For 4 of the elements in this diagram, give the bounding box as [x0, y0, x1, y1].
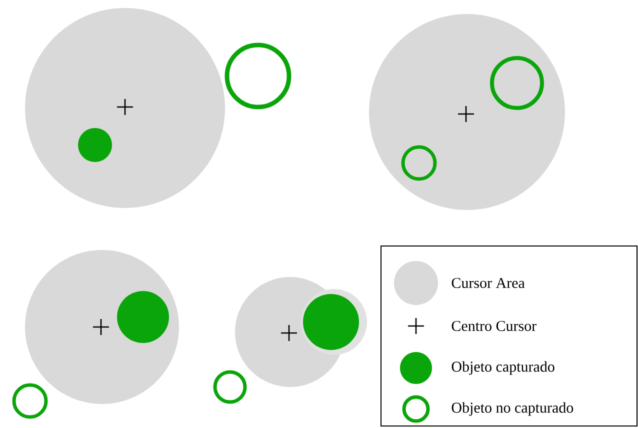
- legend-label: Objeto capturado: [452, 361, 554, 375]
- legend-label: Centro Cursor: [452, 320, 536, 332]
- legend-label: Cursor Area: [452, 278, 525, 288]
- legend-label: Objeto no capturado: [452, 402, 574, 416]
